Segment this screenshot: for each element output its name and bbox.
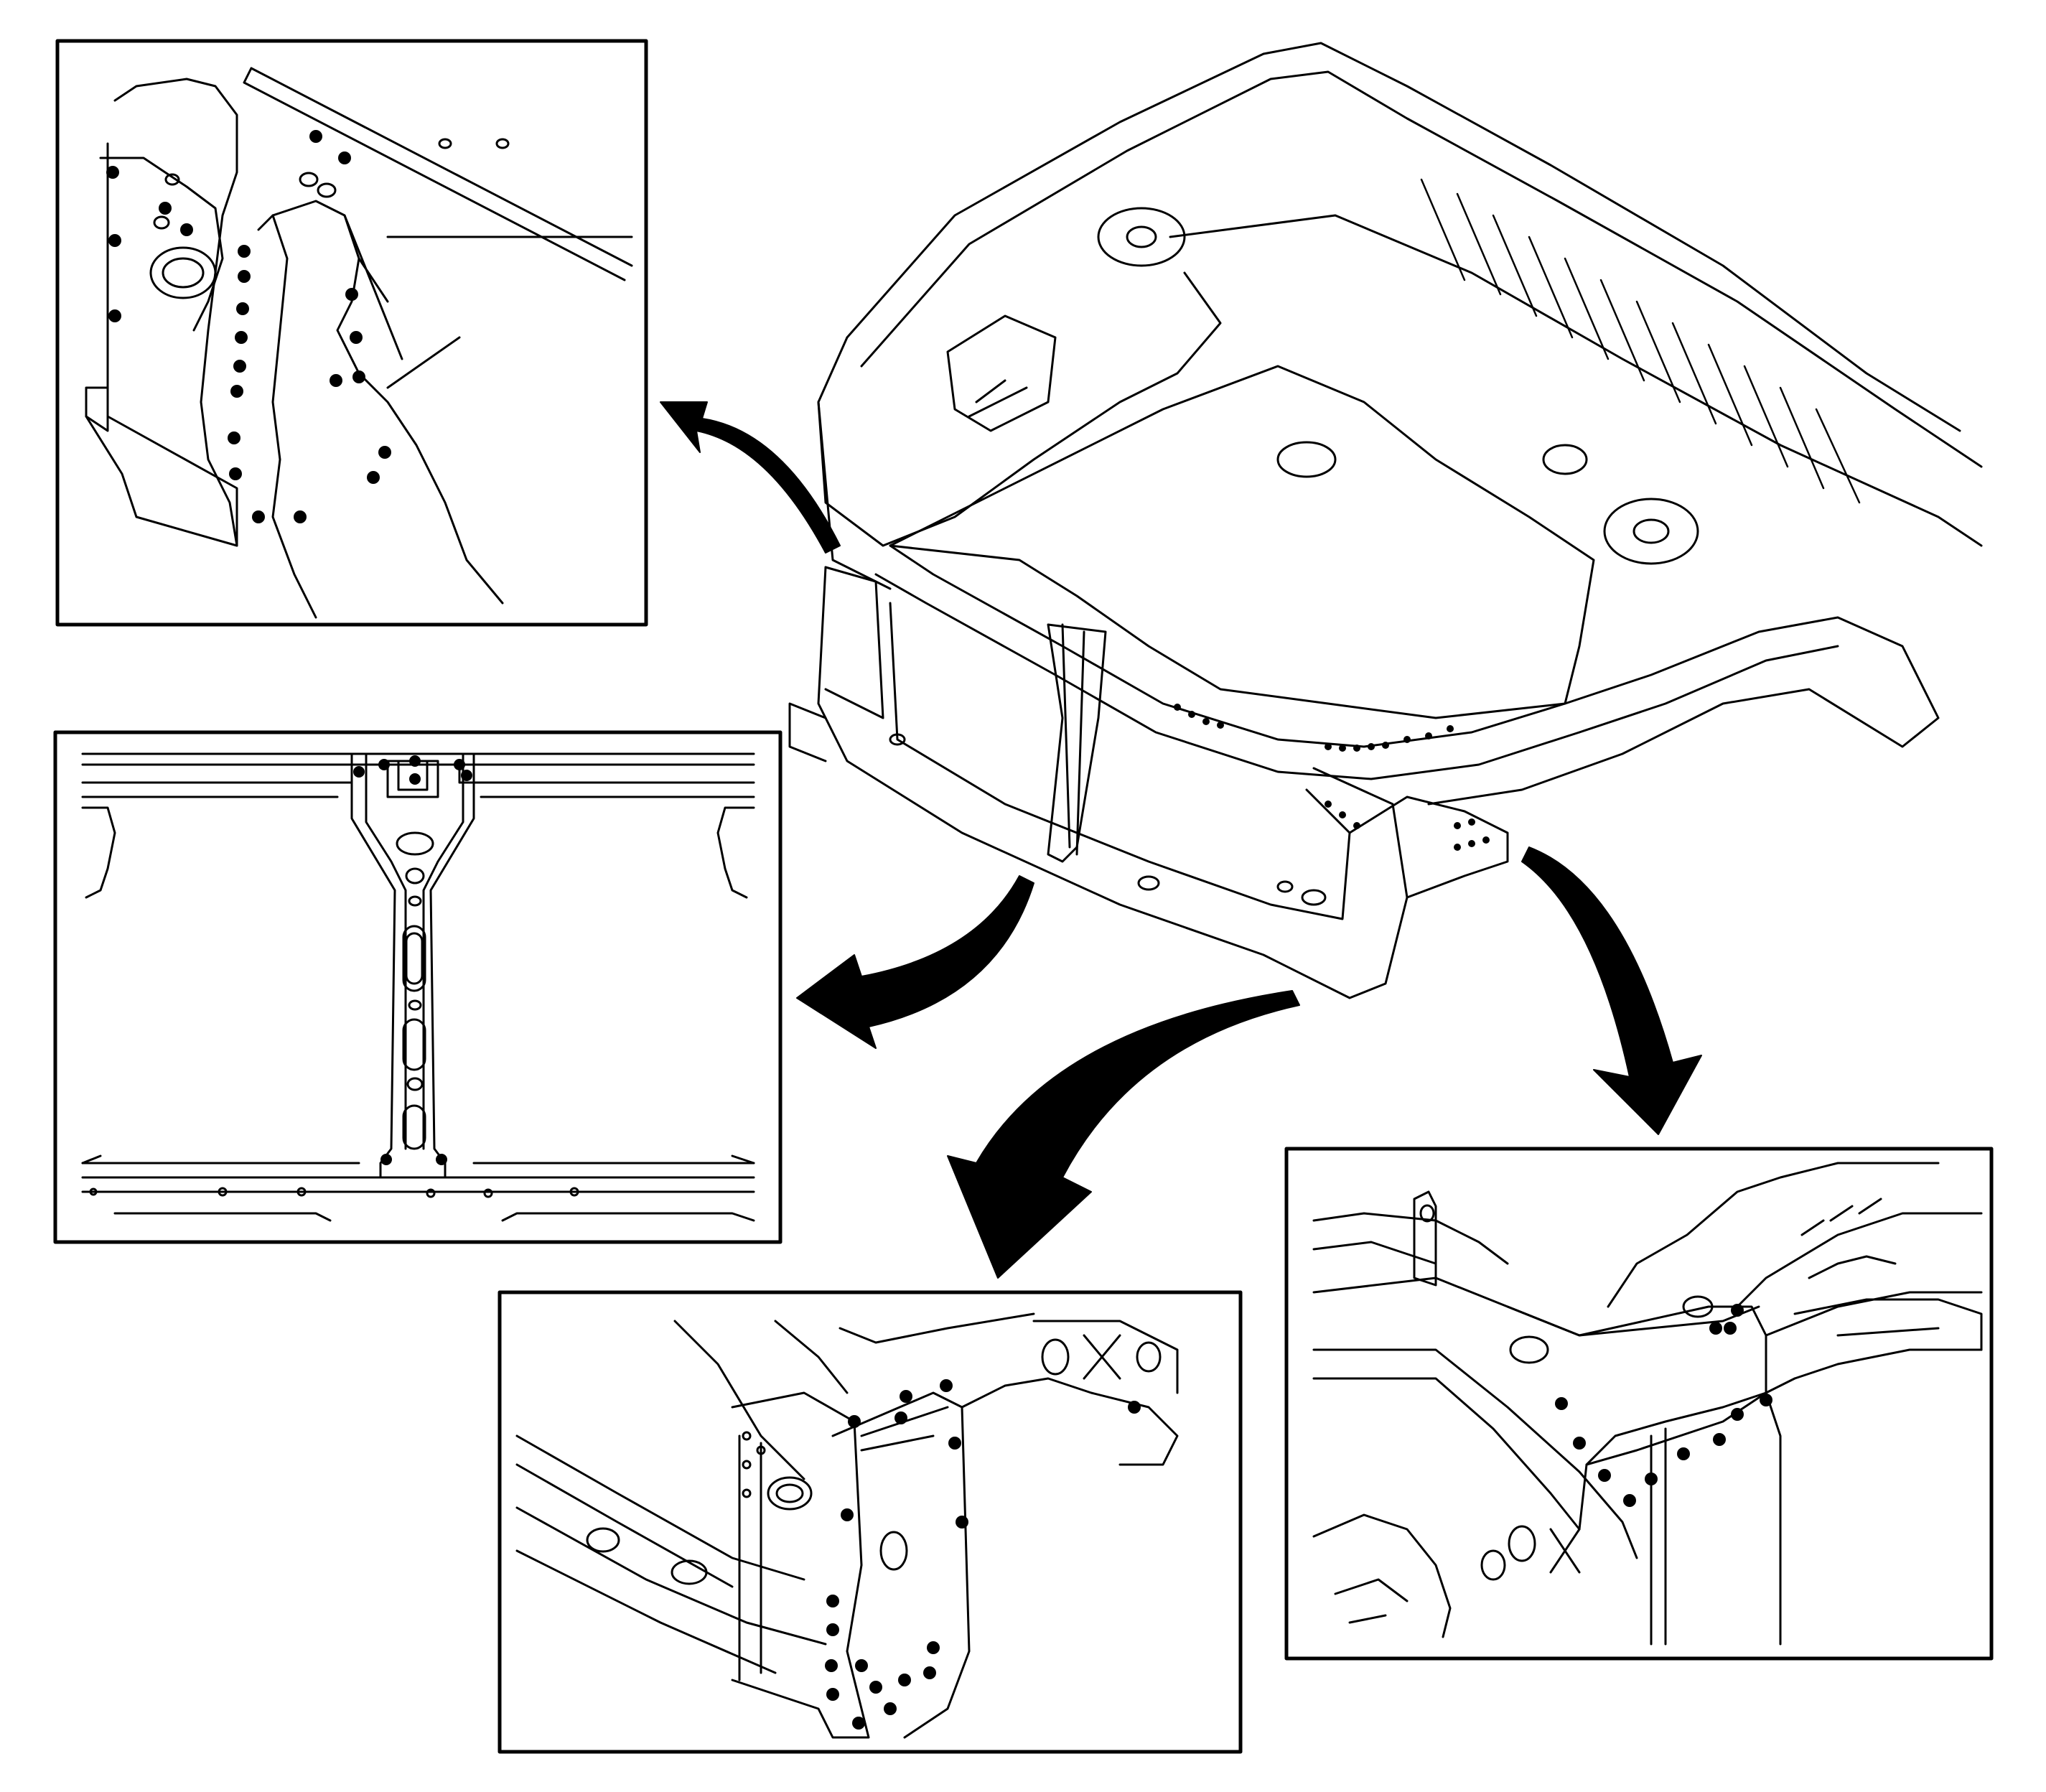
- right-rail-extension: [1348, 795, 1509, 899]
- detail-frame-lower-center: [498, 1290, 1243, 1754]
- detail-lower-left-rail: [498, 1290, 1243, 1754]
- left-apron: [817, 271, 1222, 547]
- cowl-lower-edge: [1169, 214, 1983, 547]
- detail-lower-right-rail: [1284, 1147, 1994, 1661]
- arrow-to-center-detail: [796, 875, 1034, 1049]
- lower-center-bracket: [731, 1391, 870, 1739]
- radiator-support-inner: [889, 602, 1351, 920]
- arrow-to-lower-right-detail: [1521, 846, 1702, 1135]
- right-frame-rail: [1427, 616, 1940, 806]
- detail-frame-lower-right: [1284, 1147, 1994, 1661]
- upper-tie-bar: [889, 544, 1566, 748]
- cowl-second-edge: [860, 70, 1983, 468]
- weld-spots-upper-left: [106, 130, 391, 523]
- detail-upper-left-rail: [55, 39, 648, 627]
- center-support-outline: [350, 752, 475, 1179]
- detail-frame-center-support: [53, 730, 783, 1244]
- left-strut-tower: [1097, 207, 1186, 267]
- left-frame-rail: [817, 401, 892, 590]
- detail-frame-upper-left: [55, 39, 648, 627]
- weld-spots-lower-right: [1555, 1304, 1772, 1507]
- right-strut-tower: [1603, 498, 1699, 565]
- arrow-to-lower-center-detail: [947, 990, 1300, 1279]
- engine-bay-opening: [889, 365, 1595, 719]
- main-view-weld-spots: [1174, 704, 1490, 851]
- callout-arrows: [660, 401, 1702, 1279]
- weld-spots-lower-center: [825, 1379, 1141, 1730]
- front-end-body-structure: [788, 42, 1983, 999]
- cowl-ribs: [1420, 178, 1861, 504]
- left-bumper-mount: [788, 702, 827, 762]
- weld-spots-center-support: [353, 755, 472, 1165]
- center-support-main: [1047, 623, 1107, 863]
- detail-radiator-support-center: [53, 730, 783, 1244]
- arrow-to-upper-left-detail: [660, 401, 841, 554]
- radiator-support-outer: [817, 566, 1409, 999]
- cowl-top-edge: [846, 42, 1961, 432]
